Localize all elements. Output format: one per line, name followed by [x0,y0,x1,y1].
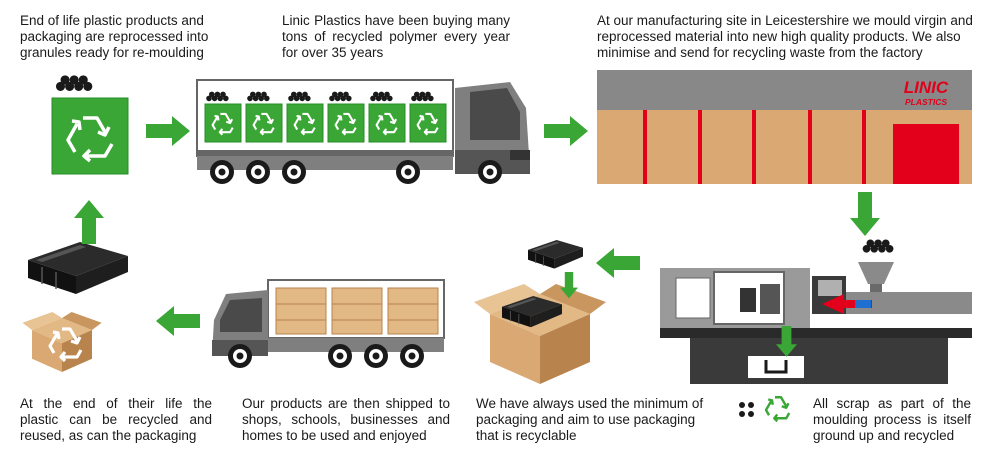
cardboard-box-icon [22,312,102,372]
granules-icon [862,239,894,253]
plastic-channel-product [27,241,129,295]
arrow-icon [156,306,200,336]
granules-crate [51,75,129,175]
caption-step4: All scrap as part of the moulding proces… [813,396,971,443]
arrow-icon [850,192,880,236]
caption-step7: At the end of their life the plastic can… [20,396,212,443]
arrow-icon [596,248,640,278]
logo-line1: LINIC [904,78,949,97]
cardboard-box-icon [474,239,606,384]
scrap-granules-icon [739,402,754,417]
granules-icon [55,75,93,91]
recycle-icon [764,396,791,423]
caption-step6: Our products are then shipped to shops, … [242,396,450,443]
caption-step3: At our manufacturing site in Leicestersh… [597,13,973,60]
arrow-icon [146,116,190,146]
recycled-granules-crate [51,97,129,175]
logo-line2: PLASTICS [905,97,947,107]
caption-step2: Linic Plastics have been buying many ton… [282,13,510,60]
factory-icon [597,70,972,184]
truck-icon [196,79,530,184]
arrow-icon [74,200,104,244]
arrow-icon [544,116,588,146]
plastic-channel-product [527,239,584,270]
truck-icon [212,279,445,368]
caption-step1: End of life plastic products and packagi… [20,13,209,60]
caption-step5: We have always used the minimum of packa… [476,396,704,443]
moulding-machine-icon [660,239,972,384]
linic-logo: LINIC PLASTICS [904,78,949,107]
